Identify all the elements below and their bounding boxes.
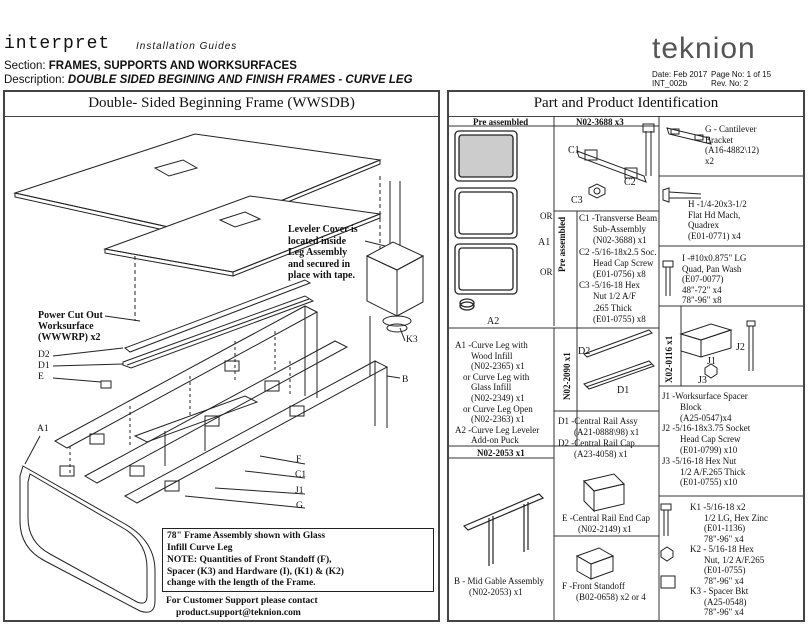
- or-label-1: OR: [540, 211, 553, 221]
- curve-leg-glass: [455, 188, 517, 238]
- n02-2090-vertical: N02-2090 x1: [562, 352, 572, 400]
- doc-id: INT_002b: [652, 79, 688, 88]
- label-b: B: [402, 375, 409, 385]
- hex-nut-k2: [661, 547, 673, 561]
- label-k3: K3: [406, 335, 418, 345]
- transverse-beam: [577, 151, 646, 182]
- d-parts-text: D1 -Central Rail Assy (A21-0888\98) x1 D…: [558, 416, 640, 459]
- label-e: E: [38, 372, 44, 382]
- label-c3-part: C3: [571, 195, 583, 206]
- label-g: G: [296, 501, 303, 511]
- frame-assembly-drawing: [5, 116, 438, 620]
- label-c1: C1: [295, 470, 307, 480]
- h-part-text: H -1/4-20x3-1/2 Flat Hd Mach, Quadrex (E…: [688, 199, 747, 241]
- pre-assembled-heading: Pre assembled: [473, 117, 529, 127]
- i-part-text: I -#10x0.875" LG Quad, Pan Wash (E07-007…: [682, 253, 747, 305]
- hex-bolt-k1: [661, 504, 671, 510]
- doc-rev-no: Rev. No: 2: [711, 79, 749, 88]
- label-j1-part: J1: [707, 356, 716, 367]
- flat-head-screw: [663, 188, 669, 202]
- teknion-logo: teknion: [652, 32, 756, 65]
- central-rail-assy-part: [584, 361, 654, 389]
- doc-date: Date: Feb 2017: [652, 70, 708, 79]
- brand-name: interpret: [4, 34, 111, 54]
- label-c2-part: C2: [624, 177, 636, 188]
- pre-assembled-vertical: Pre assembled: [557, 216, 567, 272]
- frame-note-box: 78" Frame Assembly shown with Glass Infi…: [162, 528, 434, 592]
- leveler-puck: [460, 302, 474, 310]
- c-parts-text: C1 -Transverse Beam Sub-Assembly (N02-36…: [579, 213, 658, 324]
- curve-leg-open: [455, 244, 517, 294]
- label-d2: D2: [38, 350, 50, 360]
- a-parts-text: A1 -Curve Leg with Wood Infill (N02-2365…: [455, 340, 540, 446]
- central-rail-cap: [125, 280, 310, 352]
- leveler-cover-note: Leveler Cover is located inside Leg Asse…: [288, 224, 358, 281]
- front-standoff: [577, 548, 613, 564]
- parts-grid: [449, 116, 803, 620]
- doc-page-no: Page No: 1 of 15: [711, 70, 772, 79]
- spacer-bracket-k3: [661, 576, 675, 588]
- right-panel-title: Part and Product Identification: [533, 95, 719, 111]
- pan-wash-screw: [663, 261, 673, 267]
- label-j2-part: J2: [736, 342, 745, 353]
- label-a1-part: A1: [538, 237, 551, 248]
- description-line: Description: DOUBLE SIDED BEGINING AND F…: [4, 74, 413, 86]
- label-d1: D1: [38, 361, 50, 371]
- frame-rail-mid: [85, 341, 347, 483]
- curve-leg-wood: [455, 131, 517, 181]
- left-panel: Double- Sided Beginning Frame (WWSDB): [3, 90, 440, 622]
- customer-support: For Customer Support please contact prod…: [166, 596, 318, 618]
- or-label-2: OR: [540, 267, 553, 277]
- f-part-text: F -Front Standoff (B02-0658) x2 or 4: [562, 581, 646, 602]
- g-part-text: G - Cantilever Bracket (A16-4882\12) x2: [705, 124, 759, 166]
- x02-0116-vertical: X02-0116 x1: [664, 335, 674, 383]
- power-cutout-second: [220, 212, 260, 227]
- central-rail-cap-part: [584, 330, 652, 357]
- right-panel: Part and Product Identification: [447, 90, 805, 622]
- section-label: Section:: [4, 60, 46, 72]
- curve-leg-outer: [20, 466, 155, 612]
- mid-gable: [464, 494, 543, 530]
- socket-screw-j2: [747, 321, 755, 326]
- label-j3-part: J3: [698, 375, 707, 386]
- power-cut-note: Power Cut Out Worksurface (WWWRP) x2: [38, 310, 103, 343]
- e-part-text: E -Central Rail End Cap (N02-2149) x1: [562, 513, 650, 534]
- hex-nut-j3: [705, 364, 717, 378]
- label-a2-part: A2: [487, 316, 500, 327]
- section-value: FRAMES, SUPPORTS AND WORKSURFACES: [48, 60, 297, 72]
- section-line: Section: FRAMES, SUPPORTS AND WORKSURFAC…: [4, 60, 297, 72]
- n02-2053-heading: N02-2053 x1: [477, 448, 525, 458]
- support-email[interactable]: product.support@teknion.com: [176, 607, 301, 618]
- description-value: DOUBLE SIDED BEGINING AND FINISH FRAMES …: [67, 74, 413, 86]
- hex-nut-c3: [589, 184, 605, 198]
- power-cutout-top: [155, 160, 197, 176]
- label-j1: J1: [295, 486, 304, 496]
- label-c1-part: C1: [568, 145, 580, 156]
- n02-3688-heading: N02-3688 x3: [576, 117, 624, 127]
- left-panel-title: Double- Sided Beginning Frame (WWSDB): [88, 95, 355, 111]
- label-d1-part: D1: [617, 385, 630, 396]
- k-parts-text: K1 -5/16-18 x2 1/2 LG, Hex Zinc (E01-113…: [690, 502, 768, 617]
- description-label: Description:: [4, 74, 65, 86]
- label-f: F: [296, 455, 302, 465]
- curve-leg-inner: [28, 474, 147, 603]
- label-a1: A1: [37, 424, 49, 434]
- b-part-text: B - Mid Gable Assembly (N02-2053) x1: [454, 576, 544, 597]
- j-parts-text: J1 -Worksurface Spacer Block (A25-0547)x…: [662, 391, 751, 488]
- brand-subtitle: Installation Guides: [136, 41, 238, 52]
- label-d2-part: D2: [578, 346, 591, 357]
